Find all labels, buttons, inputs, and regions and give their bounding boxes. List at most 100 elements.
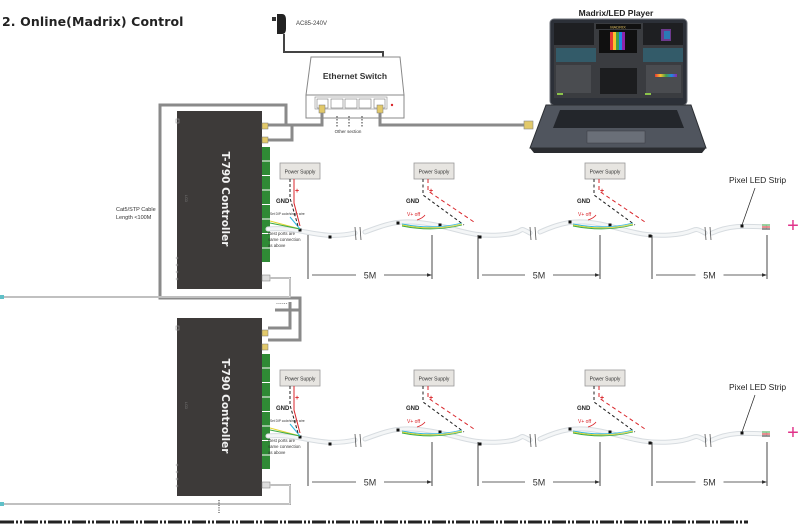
output-terminal — [262, 455, 270, 469]
cable-end-icon — [0, 295, 4, 299]
positive-label: + — [600, 395, 604, 402]
gnd-wire — [422, 386, 465, 433]
segment-length-label: 5M — [364, 271, 377, 281]
positive-wire — [427, 386, 475, 430]
power-cable-inner — [0, 277, 291, 298]
led-pixel-icon — [396, 428, 400, 432]
laptop-keyboard — [553, 110, 684, 128]
power-supply-box — [584, 162, 626, 180]
cut-mark — [354, 226, 357, 241]
power-plug-icon — [261, 274, 271, 282]
output-terminal — [262, 161, 270, 175]
adapter-plug-icon — [272, 17, 276, 21]
laptop-touchpad — [586, 130, 646, 144]
dimension-arrow-icon — [427, 273, 432, 277]
controller-label: T-790 Controller — [219, 359, 231, 455]
power-supply-box — [279, 162, 321, 180]
page-title: 2. Online(Madrix) Control — [2, 14, 184, 29]
gnd-wire — [593, 179, 636, 226]
rest-ports-note: Rest ports are — [268, 231, 296, 236]
lcd-label: LCD — [184, 402, 188, 409]
rest-ports-note: Rest ports are — [268, 438, 296, 443]
positive-label: + — [295, 188, 299, 195]
output-terminal — [262, 248, 270, 262]
rj45-plug-icon — [318, 104, 326, 114]
led-pixel-icon — [648, 234, 652, 238]
gnd-wire — [289, 386, 299, 434]
power-supply-label: Power Supply — [285, 377, 316, 383]
strip-label: Pixel LED Strip — [729, 382, 786, 392]
v-plus-off-note: V+ off — [407, 212, 421, 218]
network-cables — [158, 103, 324, 342]
power-plug-icon — [261, 481, 271, 489]
strip-label-leader — [741, 394, 756, 433]
output-terminal — [262, 234, 270, 248]
segment-length-label: 5M — [533, 271, 546, 281]
strip-label-leader — [741, 187, 756, 226]
segment-length-label: 5M — [703, 478, 716, 488]
led-pixel-icon — [438, 223, 442, 227]
switch-port — [330, 98, 344, 109]
jumper-wire — [401, 224, 463, 230]
cut-mark — [704, 226, 707, 241]
jumper-wire — [401, 223, 463, 229]
gnd-wire — [593, 386, 636, 433]
output-terminal — [262, 426, 270, 440]
jumper-wire — [572, 429, 634, 435]
power-adapter: AC85-240V — [272, 14, 384, 58]
screw-icon — [175, 263, 179, 267]
gnd-label: GND — [406, 406, 420, 412]
other-section-lines — [336, 116, 363, 128]
v-plus-off-wire — [416, 421, 426, 428]
cut-mark — [354, 433, 357, 448]
led-pixel-icon — [478, 235, 482, 239]
laptop-label: Madrix/LED Player — [579, 8, 654, 18]
cut-mark — [709, 226, 712, 241]
lcd-label: LCD — [184, 195, 188, 202]
led-pixel-icon — [396, 221, 400, 225]
rj45-port-icon — [261, 329, 269, 337]
jumper-wire — [401, 431, 463, 437]
screw-icon — [175, 256, 179, 260]
gnd-label: GND — [406, 199, 420, 205]
screw-icon — [175, 463, 179, 467]
power-supply-box — [584, 369, 626, 387]
output-terminal — [262, 368, 270, 382]
jumper-wire — [401, 222, 463, 228]
screw-icon — [175, 477, 179, 481]
power-adapter-icon — [277, 14, 286, 34]
led-pixel-icon — [568, 220, 572, 224]
controller-label: T-790 Controller — [219, 152, 231, 248]
cut-mark — [704, 433, 707, 448]
power-supply-label: Power Supply — [590, 170, 621, 176]
continue-plus-icon: + — [787, 422, 799, 444]
adapter-cable — [283, 34, 384, 58]
jumper-wire — [572, 430, 634, 436]
screw-icon — [175, 277, 179, 281]
switch-port — [358, 98, 372, 109]
power-supply-box — [413, 369, 455, 387]
jumper-wire — [401, 430, 463, 436]
power-supply-box — [413, 162, 455, 180]
power-supply-label: Power Supply — [419, 377, 450, 383]
output-terminal — [262, 441, 270, 455]
laptop-cable — [378, 113, 524, 127]
v-plus-off-note: V+ off — [578, 212, 592, 218]
cut-mark — [529, 226, 532, 241]
first-wire-note: Set DIP code/single wire — [270, 419, 305, 423]
positive-label: + — [600, 188, 604, 195]
screw-icon — [175, 484, 179, 488]
dimension-arrow-icon — [762, 273, 767, 277]
dimension-arrow-icon — [762, 480, 767, 484]
madrix-logo: MADRIX — [610, 25, 626, 30]
dimension-arrow-icon — [595, 273, 600, 277]
power-supply-box — [279, 369, 321, 387]
led-pixel-icon — [328, 235, 332, 239]
gnd-wire — [289, 179, 299, 227]
led-pixel-icon — [298, 435, 302, 439]
